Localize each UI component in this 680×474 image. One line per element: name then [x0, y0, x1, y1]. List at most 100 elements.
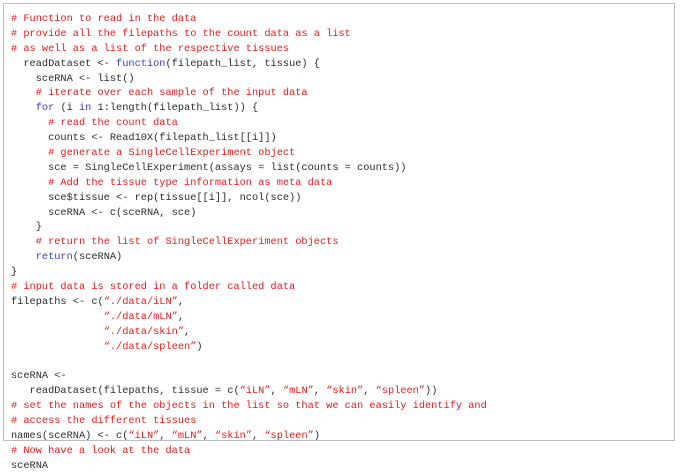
code-token-comment: # set the names of the objects in the li… — [11, 400, 487, 413]
code-token-string: “./data/skin” — [103, 325, 185, 338]
code-token-comment: # read the count data — [48, 117, 178, 130]
code-token-plain: filepaths <- c( — [11, 295, 104, 308]
code-line: names(sceRNA) <- c(“iLN”, “mLN”, “skin”,… — [11, 429, 487, 444]
code-line: # return the list of SingleCellExperimen… — [11, 235, 487, 250]
code-line: # access the different tissues — [11, 414, 487, 429]
code-line: # Function to read in the data — [11, 12, 487, 27]
code-token-keyword: function — [116, 57, 166, 70]
code-token-comment: # Function to read in the data — [11, 13, 197, 25]
code-token-plain: sceRNA <- list() — [11, 72, 135, 85]
code-line: sceRNA <- — [11, 369, 487, 384]
code-token-plain: } — [11, 266, 18, 279]
code-token-string: “skin” — [214, 429, 253, 442]
code-line: “./data/spleen”) — [11, 340, 487, 355]
code-token-plain — [11, 177, 48, 189]
code-token-plain: readDataset(filepaths, tissue = c( — [11, 385, 240, 398]
code-line: readDataset(filepaths, tissue = c(“iLN”,… — [11, 384, 487, 399]
code-token-plain: , — [270, 385, 283, 398]
code-token-string: “iLN” — [239, 385, 271, 398]
code-line: for (i in 1:length(filepath_list)) { — [11, 101, 487, 116]
code-line: # Add the tissue type information as met… — [11, 176, 487, 191]
code-token-plain: ) — [196, 340, 203, 353]
code-token-plain: (filepath_list, tissue) { — [165, 57, 320, 70]
code-token-plain: (sceRNA) — [72, 251, 123, 264]
code-token-comment: # return the list of SingleCellExperimen… — [35, 236, 339, 249]
code-line: sceRNA — [11, 459, 487, 474]
code-token-plain: (i — [54, 102, 79, 115]
code-line: counts <- Read10X(filepath_list[[i]]) — [11, 131, 487, 146]
code-token-plain: ) — [313, 429, 320, 442]
code-token-plain: sceRNA <- — [11, 370, 67, 383]
code-line: # set the names of the objects in the li… — [11, 399, 487, 414]
code-token-plain — [11, 326, 104, 338]
code-token-plain — [11, 311, 104, 323]
code-token-plain: sceRNA <- c(sceRNA, sce) — [11, 206, 197, 219]
code-line: # Now have a look at the data — [11, 444, 487, 459]
code-token-plain: , — [184, 325, 191, 338]
code-line: # input data is stored in a folder calle… — [11, 280, 487, 295]
code-token-plain — [11, 87, 36, 99]
code-line: sceRNA <- c(sceRNA, sce) — [11, 206, 487, 221]
code-line: readDataset <- function(filepath_list, t… — [11, 57, 487, 72]
code-token-plain: , — [177, 310, 185, 323]
code-token-comment: # iterate over each sample of the input … — [35, 87, 308, 100]
code-token-string: “spleen” — [375, 385, 426, 398]
code-line: # iterate over each sample of the input … — [11, 86, 487, 101]
code-token-plain — [11, 147, 48, 159]
code-line: “./data/skin”, — [11, 325, 487, 340]
code-token-comment: # provide all the filepaths to the count… — [11, 27, 351, 40]
code-token-keyword: for — [35, 102, 55, 115]
code-token-plain: names(sceRNA) <- c( — [11, 429, 129, 442]
code-token-plain: } — [11, 221, 42, 234]
code-token-string: “./data/mLN” — [103, 310, 178, 323]
code-token-plain: , — [252, 429, 265, 442]
code-token-comment: # generate a SingleCellExperiment object — [48, 147, 296, 160]
code-line: } — [11, 220, 487, 235]
code-token-string: “iLN” — [128, 429, 160, 442]
code-token-keyword: in — [78, 102, 92, 115]
code-token-string: “skin” — [326, 385, 364, 398]
code-token-string: “mLN” — [282, 385, 314, 398]
code-token-string: “mLN” — [171, 429, 203, 442]
code-line: # as well as a list of the respective ti… — [11, 42, 487, 57]
code-line: # read the count data — [11, 116, 487, 131]
code-line: } — [11, 265, 487, 280]
code-token-plain: , — [159, 429, 172, 442]
code-line: sce$tissue <- rep(tissue[[i]], ncol(sce)… — [11, 191, 487, 206]
code-token-plain: readDataset <- — [11, 57, 117, 70]
code-token-plain — [11, 236, 36, 248]
code-token-plain: sceRNA — [11, 459, 49, 472]
code-panel: # Function to read in the data # provide … — [3, 3, 675, 472]
code-token-comment: # Add the tissue type information as met… — [48, 176, 333, 189]
code-token-plain: 1:length(filepath_list)) { — [91, 102, 259, 115]
code-line — [11, 354, 487, 369]
code-line: filepaths <- c(“./data/iLN”, — [11, 295, 487, 310]
code-token-keyword: return — [35, 251, 73, 264]
code-token-plain: , — [202, 429, 215, 442]
code-line: “./data/mLN”, — [11, 310, 487, 325]
code-line: sceRNA <- list() — [11, 72, 487, 87]
code-token-comment: # access the different tissues — [11, 415, 197, 428]
code-line: # generate a SingleCellExperiment object — [11, 146, 487, 161]
code-token-comment: # Now have a look at the data — [11, 444, 191, 457]
code-line: sce = SingleCellExperiment(assays = list… — [11, 161, 487, 176]
code-token-plain: sce$tissue <- rep(tissue[[i]], ncol(sce)… — [11, 191, 302, 204]
code-token-string: “./data/iLN” — [103, 295, 178, 308]
code-line: return(sceRNA) — [11, 250, 487, 265]
code-token-comment: # input data is stored in a folder calle… — [11, 281, 296, 294]
code-token-comment: # as well as a list of the respective ti… — [11, 42, 290, 55]
code-token-plain — [11, 102, 36, 114]
code-block[interactable]: # Function to read in the data # provide … — [11, 12, 487, 474]
code-token-plain: )) — [425, 385, 438, 398]
code-token-plain: , — [313, 385, 327, 398]
code-token-plain — [11, 341, 104, 353]
code-token-plain: sce = SingleCellExperiment(assays = list… — [11, 161, 407, 174]
code-token-plain: , — [177, 295, 185, 308]
code-token-plain — [11, 117, 48, 129]
code-token-string: “spleen” — [264, 429, 314, 442]
code-token-string: “./data/spleen” — [103, 340, 197, 353]
code-token-plain — [11, 355, 17, 367]
code-token-plain: counts <- Read10X(filepath_list[[i]]) — [11, 132, 277, 145]
code-line: # provide all the filepaths to the count… — [11, 27, 487, 42]
code-token-plain — [11, 251, 36, 263]
